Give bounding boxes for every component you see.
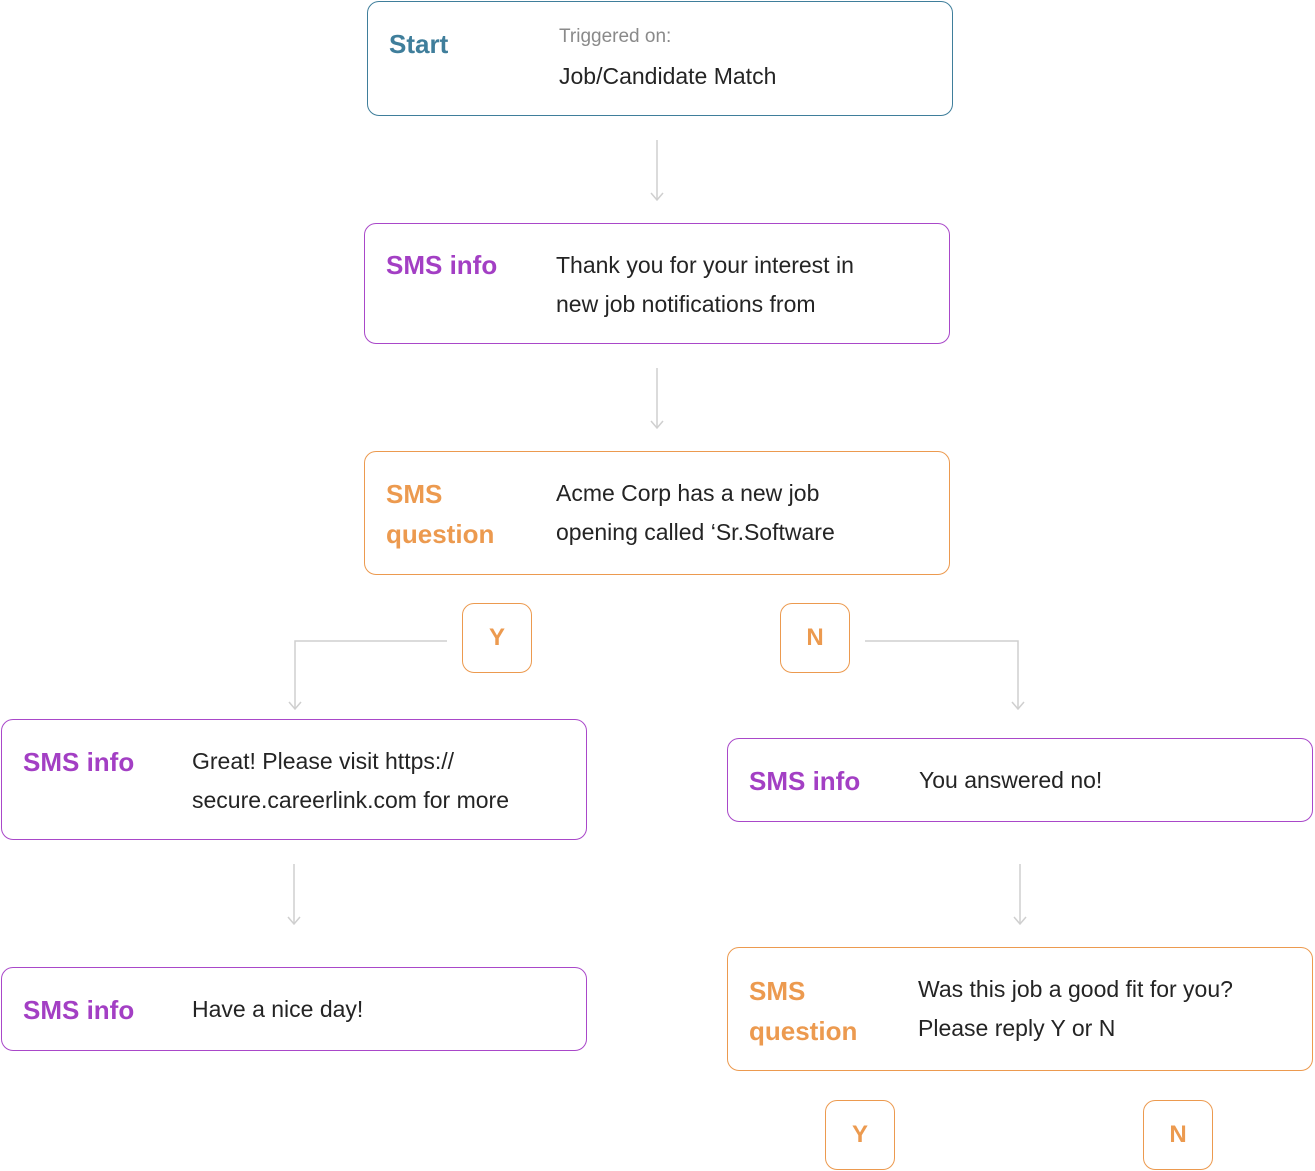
sms-info-message: You answered no! [919, 767, 1103, 793]
sms-question-message: Was this job a good fit for you? Please … [918, 976, 1233, 1041]
connector-yes-to-visit [288, 640, 447, 711]
sms-question-node-opening[interactable]: SMS question Acme Corp has a new job ope… [364, 451, 950, 575]
sms-question-message: Acme Corp has a new job opening called ‘… [556, 480, 835, 545]
trigger-value: Job/Candidate Match [559, 63, 777, 89]
sms-question-node-good-fit[interactable]: SMS question Was this job a good fit for… [727, 947, 1313, 1071]
branch-fit-no-button[interactable]: N [1143, 1100, 1213, 1170]
connector-no-to-answered-no [865, 640, 1025, 711]
sms-info-node-visit[interactable]: SMS info Great! Please visit https:// se… [1, 719, 587, 840]
connector-visit-to-nice-day [287, 864, 301, 926]
sms-info-message: Great! Please visit https:// secure.care… [192, 748, 509, 813]
connector-answered-no-to-good-fit [1013, 864, 1027, 926]
branch-fit-yes-button[interactable]: Y [825, 1100, 895, 1170]
sms-info-node-interest[interactable]: SMS info Thank you for your interest in … [364, 223, 950, 344]
start-label: Start [389, 29, 449, 59]
sms-info-node-nice-day[interactable]: SMS info Have a nice day! [1, 967, 587, 1051]
sms-info-label: SMS info [23, 995, 135, 1025]
sms-info-label: SMS info [23, 747, 135, 777]
connector-start-to-interest [650, 140, 664, 202]
trigger-caption: Triggered on: [559, 26, 672, 47]
sms-info-message: Thank you for your interest in new job n… [556, 252, 854, 317]
sms-info-node-answered-no[interactable]: SMS info You answered no! [727, 738, 1313, 822]
start-node[interactable]: Start Triggered on: Job/Candidate Match [367, 1, 953, 116]
sms-question-label: SMS question [749, 976, 858, 1046]
sms-info-message: Have a nice day! [192, 996, 364, 1022]
sms-question-label: SMS question [386, 479, 495, 549]
branch-yes-button[interactable]: Y [462, 603, 532, 673]
connector-interest-to-opening [650, 368, 664, 430]
sms-info-label: SMS info [749, 766, 861, 796]
branch-no-button[interactable]: N [780, 603, 850, 673]
sms-info-label: SMS info [386, 250, 498, 280]
